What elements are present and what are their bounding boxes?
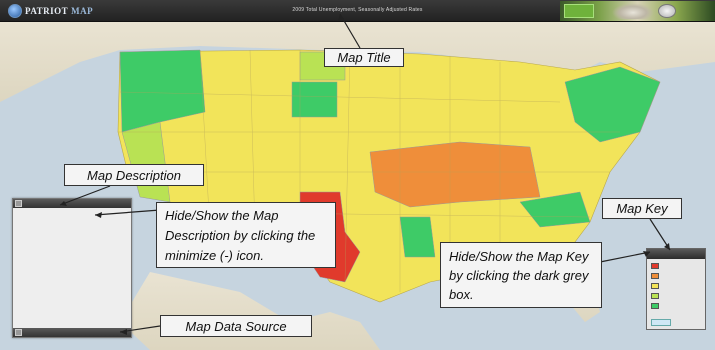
ad-disc-icon bbox=[658, 4, 676, 18]
map-description-panel bbox=[12, 198, 132, 338]
globe-icon bbox=[8, 4, 22, 18]
key-item bbox=[651, 263, 703, 270]
callout-hide-show-description: Hide/Show the Map Description by clickin… bbox=[156, 202, 336, 268]
key-item bbox=[651, 273, 703, 280]
map-data-source-bar[interactable] bbox=[13, 328, 131, 337]
key-item bbox=[651, 293, 703, 300]
key-item bbox=[651, 303, 703, 310]
key-swatch-mid bbox=[651, 283, 659, 289]
key-swatch-mid-high bbox=[651, 273, 659, 279]
description-header bbox=[13, 199, 131, 208]
unemployment-map[interactable] bbox=[0, 22, 715, 350]
logo[interactable]: PATRIOT MAP bbox=[8, 4, 93, 18]
callout-map-key: Map Key bbox=[602, 198, 682, 219]
map-key-toggle[interactable] bbox=[647, 249, 705, 259]
logo-word-main: PATRIOT bbox=[25, 6, 69, 16]
source-minimize-icon[interactable] bbox=[15, 329, 22, 336]
top-bar: PATRIOT MAP 2009 Total Unemployment, Sea… bbox=[0, 0, 715, 22]
map-key-panel bbox=[646, 248, 706, 330]
key-swatch-high bbox=[651, 263, 659, 269]
key-swatch-low bbox=[651, 303, 659, 309]
callout-map-description: Map Description bbox=[64, 164, 204, 186]
key-footer-button[interactable] bbox=[651, 319, 671, 326]
callout-map-data-source: Map Data Source bbox=[160, 315, 312, 337]
callout-map-title: Map Title bbox=[324, 48, 404, 67]
key-swatch-low-mid bbox=[651, 293, 659, 299]
key-item bbox=[651, 283, 703, 290]
map-title: 2009 Total Unemployment, Seasonally Adju… bbox=[292, 7, 423, 13]
advertisement-banner[interactable] bbox=[560, 1, 715, 21]
minimize-icon[interactable] bbox=[15, 200, 22, 207]
ad-badge bbox=[564, 4, 594, 18]
ad-image bbox=[612, 3, 654, 19]
logo-word-sub: MAP bbox=[71, 6, 94, 16]
callout-hide-show-key: Hide/Show the Map Key by clicking the da… bbox=[440, 242, 602, 308]
